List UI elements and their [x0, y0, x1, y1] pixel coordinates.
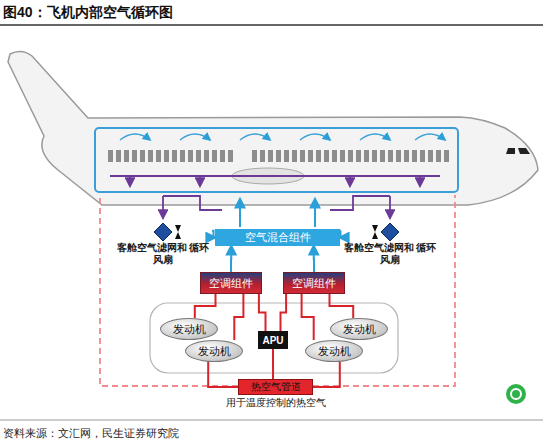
- seat: [340, 150, 345, 162]
- seat: [220, 150, 225, 162]
- node-text: 客舱空气滤网和 循环风扇: [341, 242, 439, 266]
- seat: [124, 150, 129, 162]
- seat: [188, 150, 193, 162]
- filter-diamond: [154, 223, 172, 241]
- engine-ellipse: 发动机: [185, 340, 243, 362]
- node-text: 空调组件: [209, 276, 253, 291]
- fan-blades: [372, 225, 378, 239]
- hot-air-line: [195, 294, 216, 318]
- ac-pack-box: 空调组件: [200, 272, 262, 294]
- filter-fan-unit: 客舱空气滤网和 循环风扇: [114, 222, 212, 266]
- figure-title: 图40：飞机内部空气循环图: [3, 4, 173, 22]
- ac-pack-box: 空调组件: [283, 272, 345, 294]
- seat: [204, 150, 209, 162]
- node-text: 发动机: [318, 344, 351, 359]
- seat: [324, 150, 329, 162]
- apu-box: APU: [258, 331, 288, 349]
- seat: [148, 150, 153, 162]
- seat: [388, 150, 393, 162]
- engine-ellipse: 发动机: [330, 318, 388, 340]
- air-supply-arrow: [313, 246, 315, 272]
- hot-air-line: [302, 294, 314, 340]
- node-text: 发动机: [343, 322, 376, 337]
- air-supply-arrow: [230, 246, 232, 272]
- cockpit-windows: [506, 148, 530, 154]
- return-air: [110, 176, 440, 218]
- seat: [300, 150, 305, 162]
- seat: [316, 150, 321, 162]
- node-text: 热空气管道: [251, 380, 301, 394]
- note-label: 用于温度控制的热空气: [224, 396, 328, 410]
- seat: [332, 150, 337, 162]
- seat: [412, 150, 417, 162]
- supply-air: [240, 199, 315, 227]
- node-text: 空气混合组件: [245, 230, 311, 245]
- air-mixer-band: 空气混合组件: [215, 229, 340, 246]
- seat: [404, 150, 409, 162]
- node-text: 客舱空气滤网和 循环风扇: [114, 242, 212, 266]
- seat: [308, 150, 313, 162]
- hot-air-line: [281, 294, 287, 331]
- seat: [292, 150, 297, 162]
- seat: [396, 150, 401, 162]
- logo-icon: [506, 384, 526, 404]
- seat: [372, 150, 377, 162]
- seat-row: [108, 150, 449, 162]
- cabin-airflow: [95, 128, 458, 192]
- filter-fan-unit: 客舱空气滤网和 循环风扇: [341, 222, 439, 266]
- seat: [252, 150, 257, 162]
- seat: [180, 150, 185, 162]
- air-supply-arrow: [340, 231, 341, 238]
- seat: [132, 150, 137, 162]
- hot-air-duct-box: 热空气管道: [238, 379, 313, 395]
- seat: [164, 150, 169, 162]
- seat: [260, 150, 265, 162]
- seat: [276, 150, 281, 162]
- filter-fan-symbol: [370, 222, 410, 242]
- hot-air-line: [272, 349, 274, 379]
- seat: [140, 150, 145, 162]
- seat: [364, 150, 369, 162]
- source-caption: 资料来源：文汇网，民生证券研究院: [3, 426, 179, 441]
- hot-air-line: [313, 362, 340, 387]
- node-text: 发动机: [173, 322, 206, 337]
- node-text: APU: [262, 335, 283, 346]
- fan-blades: [175, 225, 181, 239]
- title-rule: [0, 24, 543, 26]
- hot-air-loop: [100, 195, 455, 386]
- seat: [172, 150, 177, 162]
- hot-air-line: [330, 294, 354, 318]
- seat: [380, 150, 385, 162]
- seat: [116, 150, 121, 162]
- hot-air-line: [259, 294, 266, 331]
- hot-air-line: [234, 294, 243, 340]
- seat: [356, 150, 361, 162]
- hot-air-line: [208, 362, 238, 387]
- engine-ellipse: 发动机: [160, 318, 218, 340]
- node-text: 空调组件: [292, 276, 336, 291]
- node-text: 发动机: [198, 344, 231, 359]
- filter-diamond: [381, 223, 399, 241]
- seat: [108, 150, 113, 162]
- seat: [196, 150, 201, 162]
- airflow-curls: [120, 134, 445, 140]
- filter-fan-symbol: [143, 222, 183, 242]
- seat: [212, 150, 217, 162]
- seat: [156, 150, 161, 162]
- fuselage: [8, 51, 538, 205]
- seat: [428, 150, 433, 162]
- caption-rule: [0, 420, 543, 421]
- seat: [228, 150, 233, 162]
- seat: [348, 150, 353, 162]
- seat: [436, 150, 441, 162]
- seat: [284, 150, 289, 162]
- engine-ellipse: 发动机: [305, 340, 363, 362]
- seat: [444, 150, 449, 162]
- seat: [268, 150, 273, 162]
- seat: [420, 150, 425, 162]
